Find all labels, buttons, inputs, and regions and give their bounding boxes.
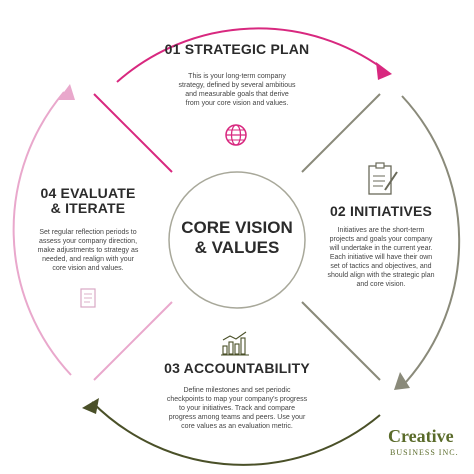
segment-1-body: This is your long-term company strategy,… — [150, 72, 324, 108]
divider-top-right — [301, 93, 381, 173]
center-circle — [168, 171, 306, 309]
segment-4-line-3: make adjustments to strategy as — [37, 247, 139, 254]
divider-bottom-right — [301, 301, 381, 381]
segment-2-body: Initiatives are the short-term projects … — [306, 226, 456, 289]
globe-icon — [225, 124, 247, 146]
arc-evaluate — [12, 91, 72, 376]
segment-4-title-line-2: & ITERATE — [50, 200, 126, 217]
segment-2-line-3: will undertake in the current year. — [329, 245, 433, 252]
segment-2-line-7: and core vision. — [356, 281, 406, 288]
segment-4-line-5: core vision and values. — [52, 265, 124, 272]
segment-1-line-4: from your core vision and values. — [185, 100, 289, 107]
segment-1-line-1: This is your long-term company — [188, 73, 286, 80]
segment-3-line-5: core values as an evaluation metric. — [181, 423, 293, 430]
arrow-strategic-plan — [376, 62, 392, 80]
segment-2-title: 02 INITIATIVES — [329, 203, 433, 219]
segment-2-line-2: projects and goals your company — [329, 236, 433, 243]
segment-2-line-6: should align with the strategic plan — [327, 272, 435, 279]
divider-bottom-left — [93, 301, 173, 381]
arc-initiatives — [401, 95, 461, 383]
segment-4-line-2: assess your company direction, — [38, 238, 138, 245]
logo-creative: Creative — [388, 426, 454, 446]
arrow-evaluate — [58, 84, 75, 100]
segment-4-line-1: Set regular reflection periods to — [39, 229, 137, 236]
segment-4-body: Set regular reflection periods to assess… — [22, 228, 154, 273]
center-title: CORE VISION & VALUES — [172, 218, 302, 257]
arrow-initiatives — [394, 372, 410, 390]
segment-3-line-3: to your initiatives. Track and compare — [179, 405, 295, 412]
center-title-line-2: & VALUES — [194, 237, 280, 257]
chart-icon — [221, 331, 249, 356]
clipboard-icon — [368, 162, 398, 195]
segment-1-line-3: and measurable goals that derive — [185, 91, 289, 98]
segment-2-line-4: Each initiative will have their own — [329, 254, 433, 261]
arc-accountability — [91, 401, 381, 466]
segment-3-body: Define milestones and set periodic check… — [140, 386, 334, 431]
arrow-accountability — [82, 398, 99, 414]
segment-4-line-4: needed, and realign with your — [42, 256, 134, 263]
logo-business-inc: BUSINESS INC. — [390, 448, 459, 457]
segment-3-line-1: Define milestones and set periodic — [183, 387, 291, 394]
segment-1-line-2: strategy, defined by several ambitious — [178, 82, 296, 89]
segment-2-line-1: Initiatives are the short-term — [337, 227, 425, 234]
document-icon — [80, 288, 96, 308]
segment-3-line-2: checkpoints to map your company's progre… — [166, 396, 308, 403]
segment-2-line-5: set of tactics and objectives, and — [330, 263, 432, 270]
segment-4-title: 04 EVALUATE & ITERATE — [22, 185, 154, 217]
segment-4-title-line-1: 04 EVALUATE — [40, 185, 136, 201]
segment-1-title: 01 STRATEGIC PLAN — [164, 41, 310, 57]
segment-3-title: 03 ACCOUNTABILITY — [164, 360, 310, 376]
center-title-line-1: CORE VISION — [181, 218, 293, 237]
divider-top-left — [93, 93, 173, 173]
segment-3-line-4: progress among teams and peers. Use your — [168, 414, 306, 421]
arc-strategic-plan — [116, 27, 387, 83]
